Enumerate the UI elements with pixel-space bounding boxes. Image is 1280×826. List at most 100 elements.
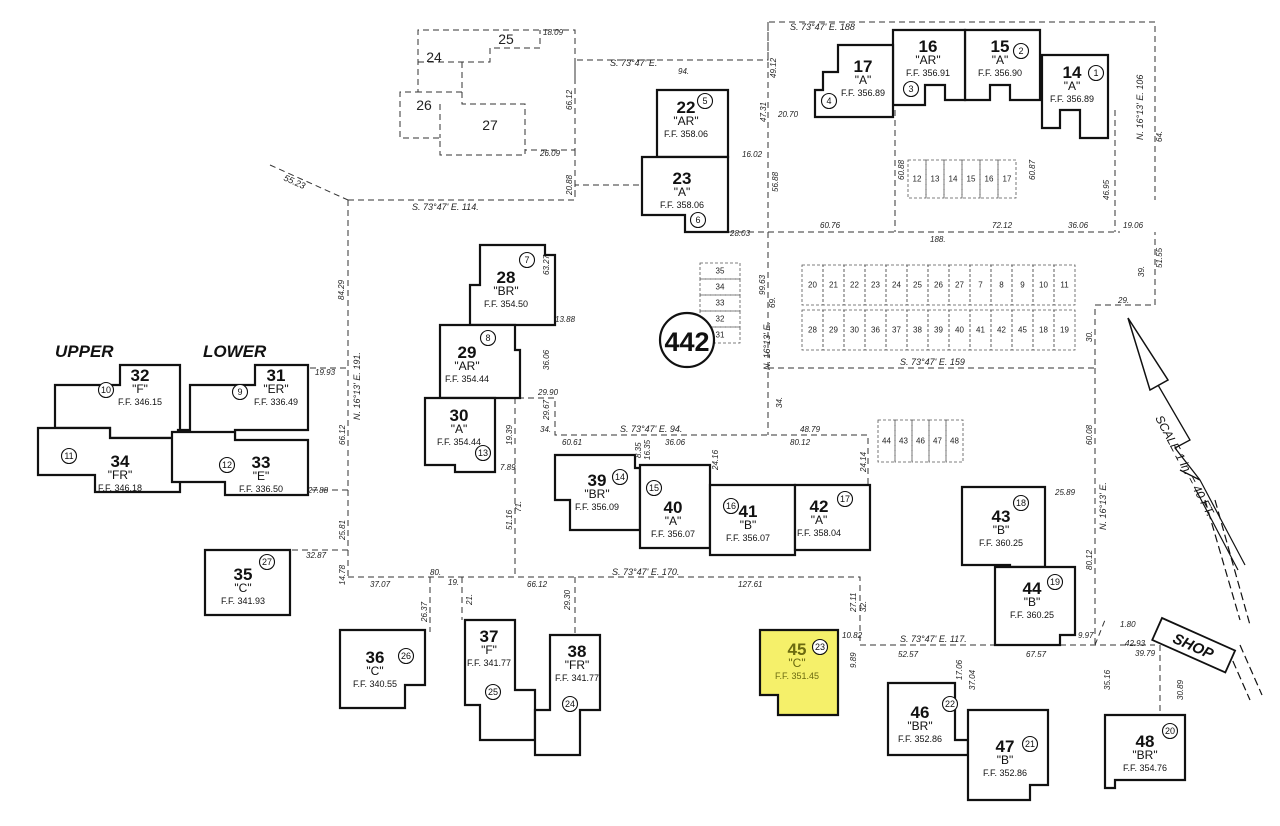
unit-number: 24 — [565, 699, 575, 709]
parking-stall-number: 27 — [955, 281, 964, 290]
unit-number-circle — [518, 251, 536, 269]
parking-stall-number: 44 — [882, 437, 891, 446]
lot-type: "AR" — [915, 53, 940, 67]
dim: 60.08 — [1085, 424, 1094, 445]
dim: 9.97 — [1078, 631, 1094, 640]
unit-number-circle — [1087, 64, 1105, 82]
dim: 36.06 — [542, 349, 551, 370]
lot-47-footprint[interactable] — [966, 708, 1050, 802]
dim: 24.16 — [711, 449, 720, 471]
dim: 16.35 — [643, 439, 652, 460]
unit-number: 16 — [726, 501, 736, 511]
dim: 37.07 — [370, 580, 391, 589]
lot-29-footprint[interactable] — [438, 323, 522, 400]
bearing: S. 73°47' E. 114. — [412, 202, 479, 212]
dim: 20.70 — [777, 110, 799, 119]
dim: 60.88 — [897, 159, 906, 180]
lot-34-footprint[interactable] — [36, 426, 182, 494]
lot-finished-floor: F.F. 358.06 — [660, 200, 704, 210]
parking-stall-number: 36 — [871, 326, 880, 335]
unit-number-circle — [1161, 722, 1179, 740]
lot-type: "A" — [992, 53, 1009, 67]
unit-number-circle — [820, 92, 838, 110]
lot-type: "E" — [253, 469, 270, 483]
parking-stall-number: 32 — [716, 315, 725, 324]
lot-type: "AR" — [454, 359, 479, 373]
parking-stall-number: 48 — [950, 437, 959, 446]
unit-number-circle — [941, 695, 959, 713]
dim: 36.06 — [1068, 221, 1089, 230]
lot-type: "BR" — [584, 487, 609, 501]
lot-type: "B" — [740, 518, 757, 532]
dim: 39. — [1137, 266, 1146, 277]
lot-type: "C" — [788, 656, 805, 670]
lot-type: "C" — [366, 664, 383, 678]
unit-number: 7 — [524, 255, 529, 265]
parking-stall-number: 33 — [716, 299, 725, 308]
unit-number-circle — [231, 383, 249, 401]
dim: 66.12 — [565, 89, 574, 110]
dim: 72.12 — [992, 221, 1013, 230]
north-arrow — [1127, 317, 1263, 701]
unit-number: 10 — [101, 385, 111, 395]
dim: 69. — [768, 297, 777, 308]
unit-number: 26 — [401, 651, 411, 661]
lot-28-label-group: 28"BR"F.F. 354.507 — [484, 251, 536, 309]
dim: 60.76 — [820, 221, 841, 230]
upper-label: UPPER — [55, 342, 114, 361]
lot-23-footprint[interactable] — [640, 155, 730, 234]
parking-stall-number: 25 — [913, 281, 922, 290]
lot-number: 31 — [267, 366, 286, 385]
lot-17-label-group: 17"A"F.F. 356.894 — [820, 57, 885, 110]
unit-number-circle — [484, 683, 502, 701]
unit-number: 14 — [615, 472, 625, 482]
lot-finished-floor: F.F. 356.09 — [575, 502, 619, 512]
dim: 7.89 — [500, 463, 516, 472]
lot-number: 15 — [991, 37, 1010, 56]
dim: 16.02 — [742, 150, 763, 159]
lot-type: "B" — [993, 523, 1010, 537]
lot-type: "B" — [997, 753, 1014, 767]
dim: 19.06 — [1123, 221, 1144, 230]
dim: 29. — [1117, 296, 1129, 305]
lot-number: 16 — [919, 37, 938, 56]
lot-finished-floor: F.F. 358.04 — [797, 528, 841, 538]
dim: 37.04 — [968, 669, 977, 690]
lot-38-footprint[interactable] — [533, 633, 602, 757]
lot-number: 47 — [996, 737, 1015, 756]
lot-number: 36 — [366, 648, 385, 667]
bearing: N. 16°13' E. 106 — [1135, 75, 1145, 140]
map-page-number: 442 — [664, 327, 709, 357]
lot-number: 28 — [497, 268, 516, 287]
dim: 19.93 — [315, 368, 336, 377]
lot-28-footprint[interactable] — [468, 243, 557, 327]
dim: 39.79 — [1135, 649, 1156, 658]
lot-finished-floor: F.F. 360.25 — [979, 538, 1023, 548]
unit-number: 11 — [64, 451, 73, 461]
dim: 94. — [678, 67, 689, 76]
parking-stall-number: 28 — [808, 326, 817, 335]
lot-finished-floor: F.F. 360.25 — [1010, 610, 1054, 620]
parking-stall-number: 21 — [829, 281, 838, 290]
parking-stall-number: 31 — [716, 331, 725, 340]
dim: 46.95 — [1102, 179, 1111, 200]
lot-37-footprint[interactable] — [463, 618, 537, 742]
lot-33-footprint[interactable] — [170, 430, 310, 497]
unit-number-circle — [1012, 42, 1030, 60]
lot-42-footprint[interactable] — [793, 483, 872, 552]
lot-finished-floor: F.F. 354.50 — [484, 299, 528, 309]
parking-stall-number: 40 — [955, 326, 964, 335]
parking-stall — [1053, 264, 1076, 306]
lot-finished-floor: F.F. 346.15 — [118, 397, 162, 407]
parking-stall-number: 16 — [985, 175, 994, 184]
dim: 29.67 — [542, 399, 551, 421]
boundary-lines — [269, 21, 1161, 715]
parking-stall-number: 24 — [892, 281, 901, 290]
parking-stall-number: 14 — [949, 175, 958, 184]
dim: 60.87 — [1028, 159, 1037, 180]
dim: 127.61 — [738, 580, 762, 589]
lot-finished-floor: F.F. 354.76 — [1123, 763, 1167, 773]
